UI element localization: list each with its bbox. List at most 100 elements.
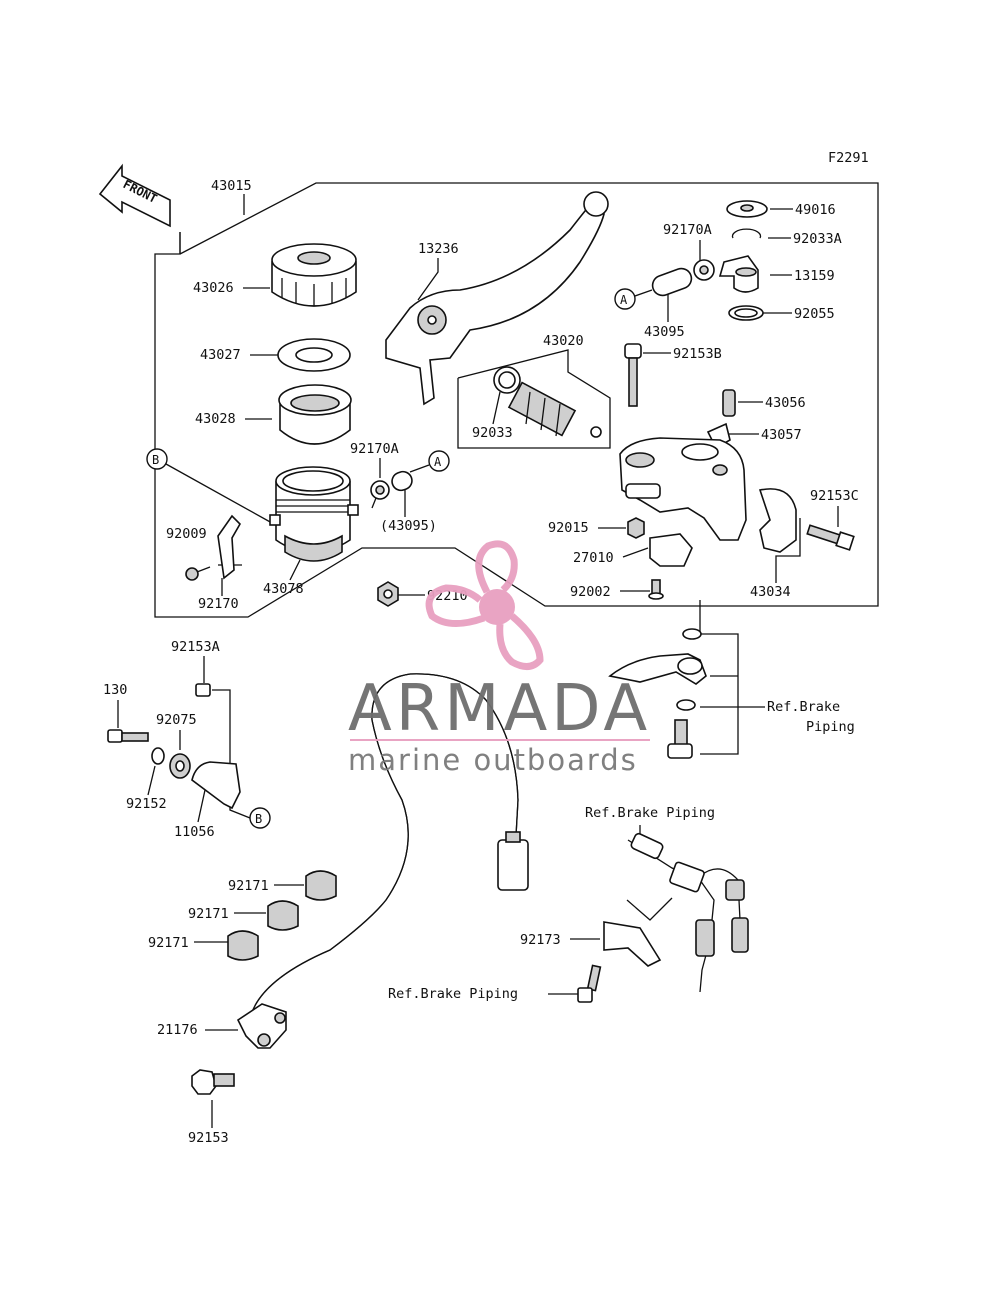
label-92153A: 92153A bbox=[171, 639, 220, 655]
label-43015: 43015 bbox=[211, 178, 252, 194]
cap-49016 bbox=[726, 200, 768, 218]
label-92153B: 92153B bbox=[673, 346, 722, 362]
label-92171-1: 92171 bbox=[228, 878, 269, 894]
label-43027: 43027 bbox=[200, 347, 241, 363]
label-11056: 11056 bbox=[174, 824, 215, 840]
bracket-11056 bbox=[191, 761, 241, 810]
label-92033: 92033 bbox=[472, 425, 513, 441]
svg-text:A: A bbox=[620, 293, 628, 307]
master-cylinder-body bbox=[619, 437, 747, 541]
banjo-washer-top bbox=[682, 628, 702, 640]
diaphragm-plate bbox=[277, 338, 351, 372]
label-92170A-2: 92170A bbox=[663, 222, 712, 238]
screw-92002 bbox=[648, 579, 664, 600]
label-43095-paren: (43095) bbox=[380, 518, 437, 534]
label-92009: 92009 bbox=[166, 526, 207, 542]
label-130: 130 bbox=[103, 682, 127, 698]
label-92170A-1: 92170A bbox=[350, 441, 399, 457]
piston-kit bbox=[457, 349, 611, 449]
ref-marker-b-2: B bbox=[249, 807, 271, 829]
ref-brake-piping-1b: Piping bbox=[806, 719, 855, 735]
label-92153C: 92153C bbox=[810, 488, 859, 504]
hose-43095 bbox=[651, 267, 693, 297]
elbow-13159 bbox=[718, 255, 759, 293]
svg-text:A: A bbox=[434, 455, 442, 469]
label-43028: 43028 bbox=[195, 411, 236, 427]
circlip-92033A bbox=[731, 228, 762, 239]
clip-92171-2 bbox=[267, 900, 299, 931]
label-92002: 92002 bbox=[570, 584, 611, 600]
bracket-92173 bbox=[603, 921, 662, 967]
label-13159: 13159 bbox=[794, 268, 835, 284]
label-92075: 92075 bbox=[156, 712, 197, 728]
banjo-fitting bbox=[608, 653, 707, 685]
clip-92171-3 bbox=[227, 930, 259, 961]
banjo-bolt bbox=[667, 719, 693, 759]
label-92015: 92015 bbox=[548, 520, 589, 536]
brake-lever bbox=[385, 191, 609, 406]
label-43078: 43078 bbox=[263, 581, 304, 597]
ref-marker-a-1: A bbox=[428, 450, 450, 472]
clamp-43034 bbox=[758, 488, 797, 553]
banjo-washer-bottom bbox=[676, 699, 696, 711]
brake-pipe-assembly bbox=[627, 832, 749, 993]
watermark-logo: ARMADA marine outboards bbox=[348, 540, 651, 777]
wheel-sensor-21176 bbox=[236, 1003, 287, 1049]
label-92171-2: 92171 bbox=[188, 906, 229, 922]
bolt-92153C bbox=[806, 524, 855, 551]
label-49016: 49016 bbox=[795, 202, 836, 218]
reservoir-tank bbox=[269, 466, 359, 562]
svg-text:B: B bbox=[152, 453, 159, 467]
bolt-92153A bbox=[195, 683, 211, 697]
sensor-cable bbox=[249, 673, 519, 1019]
ref-brake-piping-1: Ref.Brake bbox=[767, 699, 840, 715]
label-92152: 92152 bbox=[126, 796, 167, 812]
svg-text:B: B bbox=[255, 812, 262, 826]
label-27010: 27010 bbox=[573, 550, 614, 566]
clip-92171-1 bbox=[305, 870, 337, 901]
ref-brake-piping-2: Ref.Brake Piping bbox=[585, 805, 715, 821]
label-13236: 13236 bbox=[418, 241, 459, 257]
nut-92015 bbox=[627, 517, 645, 539]
oring-92055 bbox=[728, 305, 764, 321]
ref-brake-piping-3: Ref.Brake Piping bbox=[388, 986, 518, 1002]
bolt-ref-brake bbox=[577, 964, 602, 1003]
label-21176: 21176 bbox=[157, 1022, 198, 1038]
label-43095: 43095 bbox=[644, 324, 685, 340]
watermark-brand: ARMADA bbox=[348, 672, 651, 746]
figure-code: F2291 bbox=[828, 150, 869, 166]
washer-92152 bbox=[151, 747, 165, 765]
master-cylinder-frame bbox=[154, 182, 879, 618]
hose-clamp-left bbox=[370, 480, 390, 509]
reservoir-cap bbox=[271, 243, 357, 307]
label-43034: 43034 bbox=[750, 584, 791, 600]
ref-marker-a-2: A bbox=[614, 288, 636, 310]
sensor-connector bbox=[497, 831, 529, 891]
label-43056: 43056 bbox=[765, 395, 806, 411]
nut-92210 bbox=[377, 581, 399, 607]
label-43057: 43057 bbox=[761, 427, 802, 443]
label-92170: 92170 bbox=[198, 596, 239, 612]
bolt-92153B bbox=[624, 343, 642, 407]
front-arrow-icon: FRONT bbox=[98, 163, 171, 228]
label-92153: 92153 bbox=[188, 1130, 229, 1146]
hose-left bbox=[391, 470, 413, 492]
bolt-92153 bbox=[191, 1069, 235, 1095]
clamp-92170A-right bbox=[693, 259, 715, 281]
label-92033A: 92033A bbox=[793, 231, 842, 247]
bracket-clip-92170 bbox=[217, 514, 241, 580]
bleeder-43056 bbox=[722, 389, 736, 417]
label-92055: 92055 bbox=[794, 306, 835, 322]
label-92171-3: 92171 bbox=[148, 935, 189, 951]
ref-marker-b-1: B bbox=[146, 448, 168, 470]
label-92173: 92173 bbox=[520, 932, 561, 948]
switch-27010 bbox=[649, 533, 693, 567]
label-43026: 43026 bbox=[193, 280, 234, 296]
grommet-92075 bbox=[169, 753, 191, 779]
bolt-130 bbox=[107, 729, 149, 743]
diaphragm bbox=[278, 384, 352, 445]
propeller-icon bbox=[425, 540, 544, 670]
label-43020: 43020 bbox=[543, 333, 584, 349]
watermark-tagline: marine outboards bbox=[348, 743, 638, 777]
